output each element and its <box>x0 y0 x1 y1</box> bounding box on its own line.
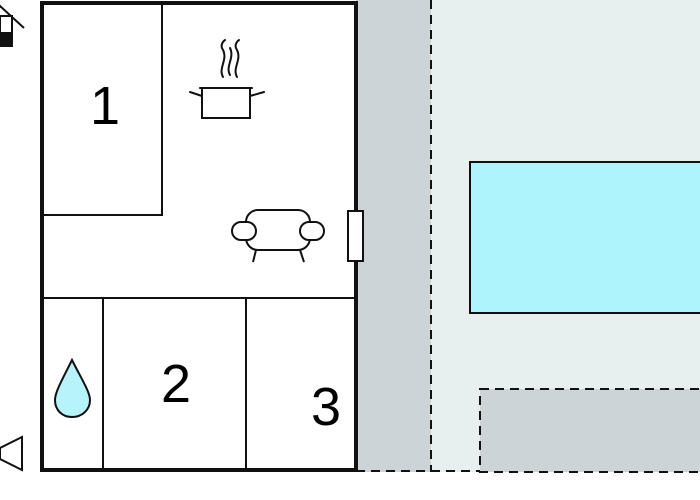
swimming-pool <box>469 161 700 314</box>
cooking-pot-icon <box>189 39 265 119</box>
speaker-icon <box>0 435 23 472</box>
room-number-3: 3 <box>311 377 341 437</box>
water-drop-icon <box>53 357 92 419</box>
room-number-2: 2 <box>161 354 191 414</box>
armchair-icon <box>231 209 325 263</box>
room-number-1: 1 <box>90 76 120 136</box>
terrace-area <box>356 0 431 472</box>
bedroom-1-walls <box>42 3 163 216</box>
house-icon <box>0 4 25 47</box>
lower-patio-area <box>479 388 700 473</box>
entrance-door <box>347 210 364 262</box>
